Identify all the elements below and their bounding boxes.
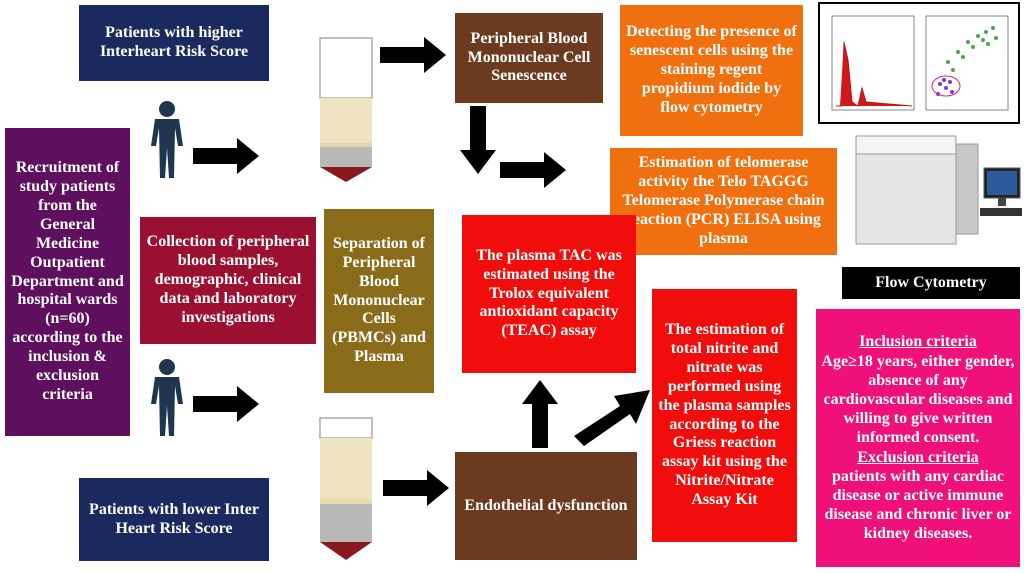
nitrite-label: The estimation of total nitrite and nitr… [658, 321, 791, 508]
detecting-label: Detecting the presence of senescent cell… [626, 23, 797, 116]
telomerase-box: Estimation of telomerase activity the Te… [610, 148, 837, 255]
endothelial-label: Endothelial dysfunction [464, 496, 628, 514]
higher-risk-box: Patients with higher Interheart Risk Sco… [79, 5, 269, 81]
criteria-box: Inclusion criteria Age≥18 years, either … [816, 309, 1020, 567]
flow-cytometry-label: Flow Cytometry [875, 273, 987, 291]
lower-risk-label: Patients with lower Inter Heart Risk Sco… [89, 500, 259, 537]
human-figure-icon [151, 359, 183, 436]
exclusion-criteria-text: patients with any cardiac disease or act… [824, 467, 1012, 543]
separation-box: Separation of Peripheral Blood Mononucle… [324, 209, 434, 393]
detecting-box: Detecting the presence of senescent cell… [620, 5, 803, 136]
flow-cytometer-machine-icon [855, 135, 1022, 245]
human-figure-icon [151, 101, 183, 178]
inclusion-criteria-title: Inclusion criteria [859, 333, 977, 351]
arrow-up-icon [522, 380, 558, 448]
collection-label: Collection of peripheral blood samples, … [146, 233, 310, 326]
telomerase-label: Estimation of telomerase activity the Te… [622, 154, 825, 247]
blood-tube-icon [319, 417, 373, 560]
pbmc-senescence-label: Peripheral Blood Mononuclear Cell Senesc… [467, 29, 591, 85]
collection-box: Collection of peripheral blood samples, … [140, 217, 316, 344]
tac-box: The plasma TAC was estimated using the T… [462, 215, 636, 373]
arrow-diagonal-icon [574, 390, 650, 446]
exclusion-criteria-title: Exclusion criteria [857, 448, 979, 466]
lower-risk-box: Patients with lower Inter Heart Risk Sco… [79, 478, 269, 561]
pbmc-senescence-box: Peripheral Blood Mononuclear Cell Senesc… [455, 13, 603, 103]
arrow-right-icon [383, 470, 449, 506]
endothelial-box: Endothelial dysfunction [455, 452, 637, 560]
flow-cytometry-label-box: Flow Cytometry [842, 267, 1020, 299]
flow-histogram-plot-icon [818, 2, 1020, 124]
recruitment-label: Recruitment of study patients from the G… [11, 159, 124, 403]
separation-label: Separation of Peripheral Blood Mononucle… [332, 234, 426, 366]
arrow-right-icon [193, 138, 259, 174]
arrow-right-icon [193, 386, 259, 422]
blood-tube-icon [319, 37, 373, 182]
higher-risk-label: Patients with higher Interheart Risk Sco… [99, 24, 249, 60]
arrow-right-icon [380, 37, 446, 73]
nitrite-box: The estimation of total nitrite and nitr… [652, 289, 797, 542]
arrow-down-icon [460, 106, 496, 174]
inclusion-criteria-text: Age≥18 years, either gender, absence of … [821, 352, 1015, 447]
tac-label: The plasma TAC was estimated using the T… [476, 246, 622, 340]
recruitment-box: Recruitment of study patients from the G… [5, 128, 130, 436]
arrow-right-icon [500, 152, 566, 188]
